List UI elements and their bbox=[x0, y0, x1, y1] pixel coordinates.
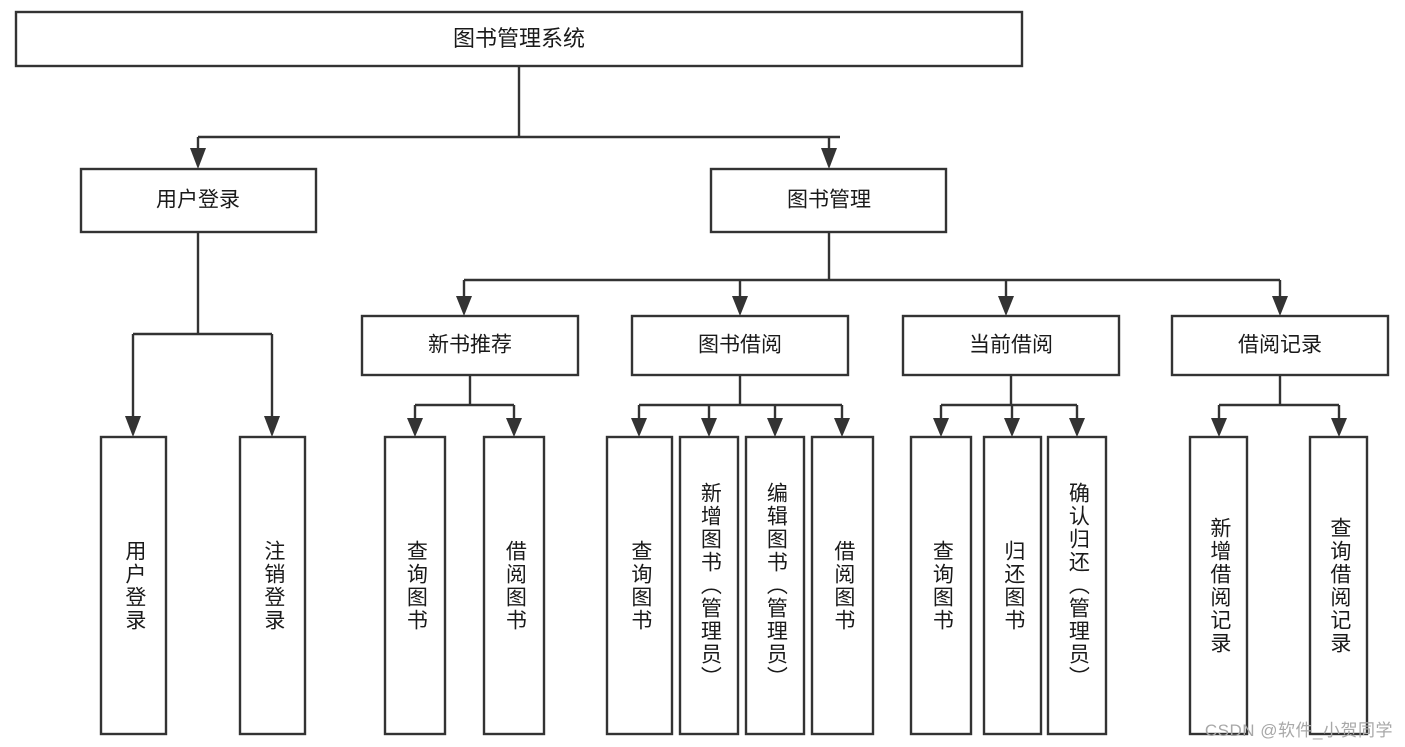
connector-group-user-login bbox=[125, 232, 280, 437]
node-root-label: 图书管理系统 bbox=[453, 26, 585, 51]
arrow-head-leaf-user-login bbox=[125, 416, 141, 437]
leaf-boxes bbox=[99, 435, 1369, 736]
arrow-head-new-book bbox=[456, 296, 472, 316]
leaf-box-query-book-2[interactable] bbox=[605, 435, 674, 736]
leaf-box-confirm-return[interactable] bbox=[1046, 435, 1108, 736]
connector-group-book-borrow bbox=[631, 375, 850, 437]
leaf-box-logout[interactable] bbox=[238, 435, 307, 736]
node-user-login[interactable]: 用户登录 bbox=[79, 167, 318, 234]
node-borrow-record[interactable]: 借阅记录 bbox=[1170, 314, 1390, 377]
connector-group-borrow-record bbox=[1211, 375, 1347, 437]
node-book-management[interactable]: 图书管理 bbox=[709, 167, 948, 234]
arrow-head-leaf-query-record bbox=[1331, 418, 1347, 437]
leaf-box-user-login[interactable] bbox=[99, 435, 168, 736]
node-user-login-box[interactable] bbox=[79, 167, 318, 234]
node-current-borrow-label: 当前借阅 bbox=[969, 334, 1053, 357]
node-new-book-recommend[interactable]: 新书推荐 bbox=[360, 314, 580, 377]
node-book-management-box[interactable] bbox=[709, 167, 948, 234]
arrow-head-leaf-query-book-2 bbox=[631, 418, 647, 437]
leaf-box-add-record[interactable] bbox=[1188, 435, 1249, 736]
node-book-management-label: 图书管理 bbox=[787, 189, 871, 212]
node-book-borrow-label: 图书借阅 bbox=[698, 334, 782, 357]
arrow-head-book-borrow bbox=[732, 296, 748, 316]
node-root-box[interactable] bbox=[14, 10, 1024, 68]
node-new-book-recommend-label: 新书推荐 bbox=[428, 334, 512, 357]
leaf-box-borrow-book-1[interactable] bbox=[482, 435, 546, 736]
connector-group-root bbox=[190, 66, 840, 169]
arrow-head-leaf-return-book bbox=[1004, 418, 1020, 437]
leaf-box-borrow-book-2[interactable] bbox=[810, 435, 875, 736]
node-borrow-record-box[interactable] bbox=[1170, 314, 1390, 377]
arrow-head-leaf-query-book-1 bbox=[407, 418, 423, 437]
arrow-head-leaf-add-book bbox=[701, 418, 717, 437]
watermark: CSDN @软件_小贺同学 bbox=[1204, 721, 1393, 740]
node-current-borrow[interactable]: 当前借阅 bbox=[901, 314, 1121, 377]
node-root[interactable]: 图书管理系统 bbox=[14, 10, 1024, 68]
arrow-head-user-login bbox=[190, 148, 206, 169]
leaf-box-return-book[interactable] bbox=[982, 435, 1043, 736]
arrow-head-book-mgmt bbox=[821, 148, 837, 169]
arrow-head-leaf-add-record bbox=[1211, 418, 1227, 437]
leaf-box-query-book-3[interactable] bbox=[909, 435, 973, 736]
leaf-box-edit-book[interactable] bbox=[744, 435, 806, 736]
leaf-box-query-book-1[interactable] bbox=[383, 435, 447, 736]
leaf-box-add-book[interactable] bbox=[678, 435, 740, 736]
arrow-head-leaf-borrow-book-2 bbox=[834, 418, 850, 437]
arrow-head-leaf-confirm-return bbox=[1069, 418, 1085, 437]
node-new-book-recommend-box[interactable] bbox=[360, 314, 580, 377]
node-book-borrow-box[interactable] bbox=[630, 314, 850, 377]
leaf-box-query-record[interactable] bbox=[1308, 435, 1369, 736]
arrow-head-leaf-edit-book bbox=[767, 418, 783, 437]
node-user-login-label: 用户登录 bbox=[156, 189, 240, 212]
node-current-borrow-box[interactable] bbox=[901, 314, 1121, 377]
arrow-head-borrow-record bbox=[1272, 296, 1288, 316]
connector-group-book-mgmt bbox=[456, 232, 1288, 316]
arrow-head-leaf-borrow-book-1 bbox=[506, 418, 522, 437]
arrow-head-leaf-logout bbox=[264, 416, 280, 437]
node-borrow-record-label: 借阅记录 bbox=[1238, 334, 1322, 357]
node-book-borrow[interactable]: 图书借阅 bbox=[630, 314, 850, 377]
arrow-head-leaf-query-book-3 bbox=[933, 418, 949, 437]
connector-group-current-borrow bbox=[933, 375, 1085, 437]
connector-group-new-book bbox=[407, 375, 522, 437]
arrow-head-current-borrow bbox=[998, 296, 1014, 316]
